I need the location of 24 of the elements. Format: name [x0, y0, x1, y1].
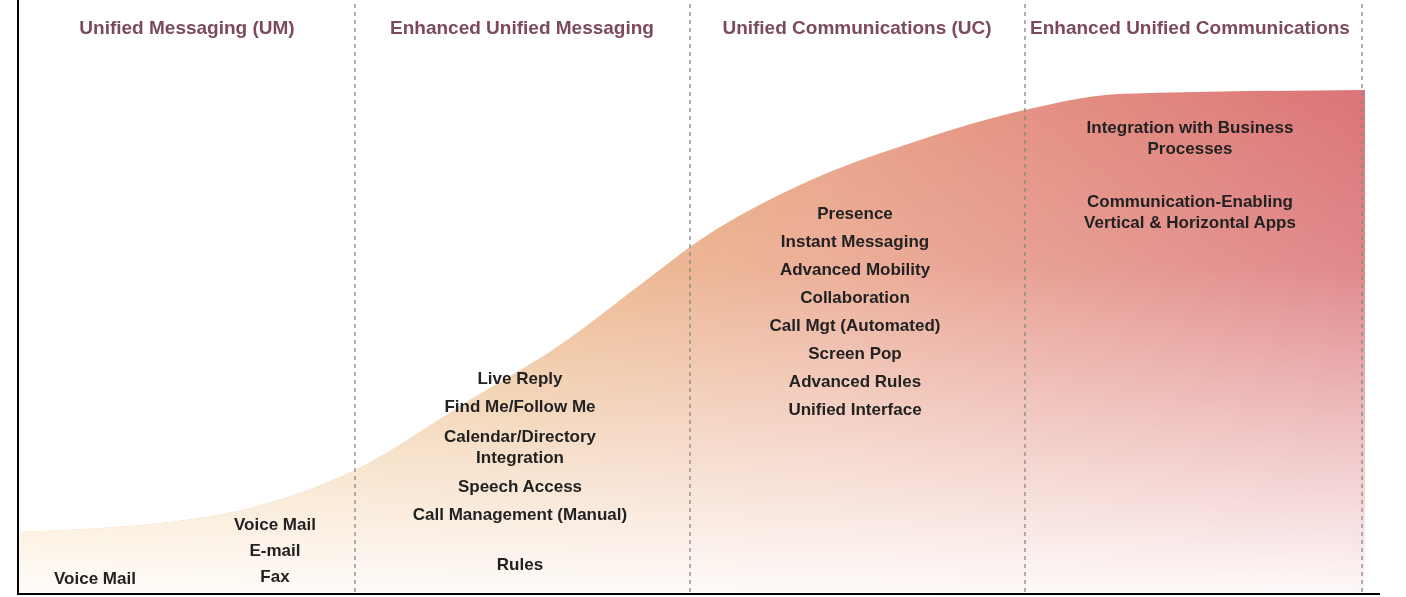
feature-label: Find Me/Follow Me	[443, 396, 597, 417]
feature-label: Speech Access	[456, 476, 584, 497]
feature-label: Advanced Mobility	[778, 259, 932, 280]
feature-label: Rules	[495, 554, 545, 575]
feature-label: Instant Messaging	[779, 231, 931, 252]
feature-label: Integration with Business Processes	[1085, 117, 1295, 159]
feature-label: Advanced Rules	[787, 371, 923, 392]
feature-label: Collaboration	[799, 287, 911, 308]
feature-label: Presence	[816, 203, 894, 224]
column-heading: Unified Communications (UC)	[721, 16, 993, 40]
column-heading: Enhanced Unified Communications	[1030, 16, 1350, 40]
feature-label: Communication-Enabling Vertical & Horizontal Apps	[1083, 191, 1297, 233]
feature-label: Unified Interface	[787, 399, 923, 420]
feature-label: Live Reply	[476, 368, 564, 389]
column-heading: Enhanced Unified Messaging	[389, 16, 655, 40]
feature-label: Voice Mail	[53, 568, 137, 589]
feature-label: Screen Pop	[807, 343, 903, 364]
feature-label: E-mail	[248, 540, 302, 561]
feature-label: Calendar/Directory Integration	[442, 426, 598, 468]
feature-label: Voice Mail	[233, 514, 317, 535]
feature-label: Fax	[259, 566, 291, 587]
column-heading: Unified Messaging (UM)	[78, 16, 296, 40]
feature-label: Call Management (Manual)	[411, 504, 629, 525]
feature-label: Call Mgt (Automated)	[768, 315, 942, 336]
